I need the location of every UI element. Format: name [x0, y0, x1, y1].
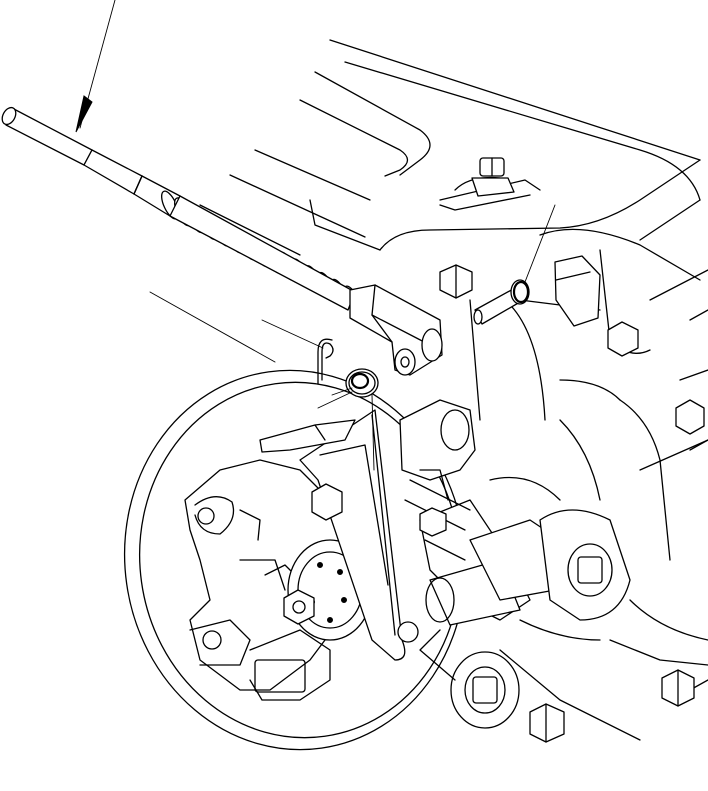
lever-bolts — [312, 484, 465, 560]
bolt-right-1 — [608, 322, 638, 356]
housing-bolts — [440, 158, 704, 742]
callout-leaders — [76, 0, 555, 470]
bolt-bottom — [530, 704, 564, 742]
cable-clevis — [170, 196, 442, 375]
cable-callout-arrowhead — [76, 96, 92, 132]
clevis-pin — [474, 280, 529, 324]
washer-leader — [372, 395, 374, 470]
washer — [346, 369, 378, 397]
brake-lever — [260, 410, 418, 660]
linkage-arm — [400, 400, 630, 625]
lever-leader — [150, 292, 275, 362]
bolt-lower-right — [662, 670, 694, 706]
bolt-top — [472, 158, 514, 196]
housing-frame — [200, 40, 708, 740]
bolt-right-2 — [676, 400, 704, 434]
cotter-pin-leader — [262, 320, 323, 348]
bolt-upper-left — [440, 265, 472, 298]
lower-bearing — [420, 630, 519, 728]
parking-brake-cable — [0, 105, 180, 216]
clevis-pin-leader — [525, 205, 555, 282]
caliper-bracket — [185, 460, 345, 700]
